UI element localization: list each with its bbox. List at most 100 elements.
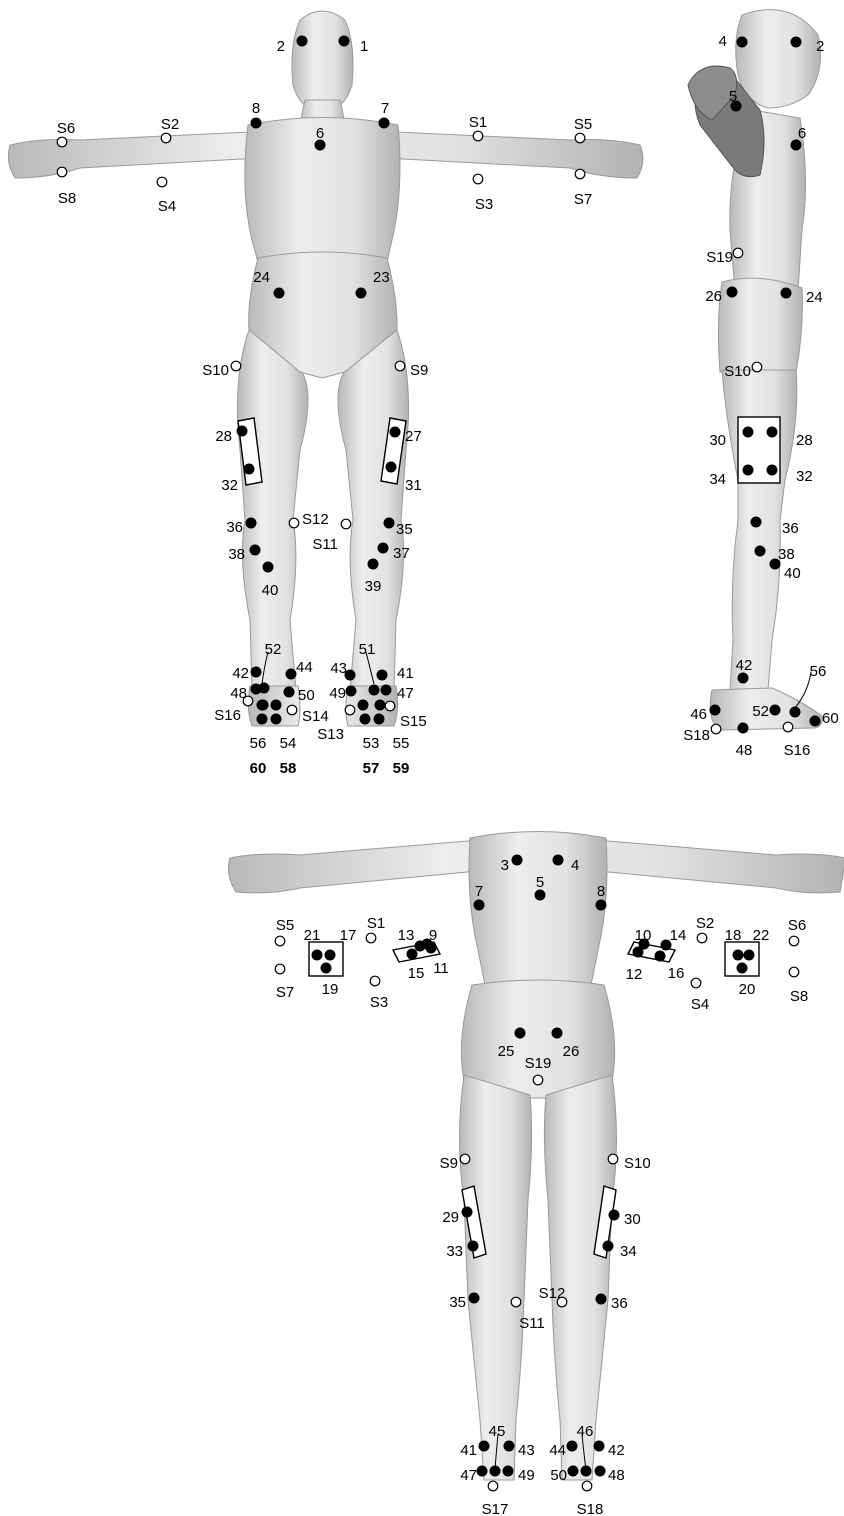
front-sensor-S3-dot — [473, 174, 483, 184]
front-marker-27-label: 27 — [405, 428, 422, 445]
side-sensor-S10-dot — [752, 362, 762, 372]
back-marker-49-label: 49 — [518, 1467, 535, 1484]
back-left-leg — [460, 1075, 532, 1480]
back-marker-45-dot — [490, 1466, 501, 1477]
front-marker-36-label: 36 — [226, 519, 243, 536]
front-marker-53-label: 53 — [363, 735, 380, 752]
back-sensor-S4-label: S4 — [691, 996, 709, 1013]
back-marker-21-label: 21 — [304, 927, 321, 944]
front-sensor-S9-dot — [395, 361, 405, 371]
front-marker-27-dot — [390, 427, 401, 438]
front-marker-7-label: 7 — [381, 100, 389, 117]
front-sensor-S8-label: S8 — [58, 190, 76, 207]
back-sensor-S18-dot — [582, 1481, 592, 1491]
side-marker-4-dot — [737, 37, 748, 48]
front-sensor-S13-label: S13 — [317, 726, 344, 743]
back-marker-10-label: 10 — [635, 927, 652, 944]
front-marker-50-dot — [284, 687, 295, 698]
front-marker-40-label: 40 — [262, 582, 279, 599]
front-marker-57-dot — [360, 714, 371, 725]
back-marker-36-label: 36 — [611, 1295, 628, 1312]
side-marker-32-dot — [767, 465, 778, 476]
front-marker-60-dot — [257, 700, 268, 711]
back-sensor-S12-label: S12 — [539, 1285, 566, 1302]
side-marker-24-label: 24 — [806, 289, 823, 306]
front-marker-55-dot — [375, 700, 386, 711]
back-sensor-S8-label: S8 — [790, 988, 808, 1005]
side-sensor-S10-label: S10 — [724, 363, 751, 380]
front-marker-31-dot — [386, 462, 397, 473]
front-sensor-S8-dot — [57, 167, 67, 177]
back-marker-26-dot — [552, 1028, 563, 1039]
side-marker-30-label: 30 — [709, 432, 726, 449]
back-marker-29-label: 29 — [442, 1209, 459, 1226]
front-marker-59-dot — [374, 714, 385, 725]
front-head — [292, 11, 353, 112]
back-marker-25-label: 25 — [498, 1043, 515, 1060]
front-sensor-S1-label: S1 — [469, 114, 487, 131]
front-marker-41-label: 41 — [397, 665, 414, 682]
back-marker-43-label: 43 — [518, 1442, 535, 1459]
front-sensor-S1-dot — [473, 131, 483, 141]
side-marker-34-dot — [743, 465, 754, 476]
back-marker-7-label: 7 — [475, 883, 483, 900]
front-sensor-S4-label: S4 — [158, 198, 176, 215]
back-sensor-S9-label: S9 — [440, 1155, 458, 1172]
front-marker-35-label: 35 — [396, 521, 413, 538]
back-sensor-S18-label: S18 — [577, 1501, 604, 1516]
back-marker-45-label: 45 — [489, 1423, 506, 1440]
back-marker-30-label: 30 — [624, 1211, 641, 1228]
front-marker-32-label: 32 — [221, 477, 238, 494]
front-marker-37-label: 37 — [393, 545, 410, 562]
back-marker-33-dot — [468, 1241, 479, 1252]
back-marker-8-label: 8 — [597, 883, 605, 900]
front-sensor-S9-label: S9 — [410, 362, 428, 379]
back-marker-7-dot — [474, 900, 485, 911]
side-marker-46-dot — [710, 705, 721, 716]
front-marker-47-label: 47 — [397, 685, 414, 702]
front-sensor-S6-dot — [57, 137, 67, 147]
front-marker-8-label: 8 — [252, 100, 260, 117]
back-marker-46-label: 46 — [577, 1423, 594, 1440]
back-marker-17-dot — [325, 950, 336, 961]
front-marker-28-dot — [237, 426, 248, 437]
back-marker-13-label: 13 — [398, 927, 415, 944]
back-sensor-S17-dot — [488, 1481, 498, 1491]
side-marker-38-label: 38 — [778, 546, 795, 563]
front-marker-1-label: 1 — [360, 38, 368, 55]
front-marker-37-dot — [378, 543, 389, 554]
back-marker-15-dot — [407, 949, 418, 960]
sensors-layer — [57, 131, 799, 1491]
back-view-mannequin — [228, 832, 844, 1481]
front-sensor-S12-label: S12 — [302, 511, 329, 528]
back-marker-13-dot — [415, 941, 426, 952]
back-marker-9-label: 9 — [429, 927, 437, 944]
front-marker-38-dot — [250, 545, 261, 556]
side-marker-4-label: 4 — [719, 33, 727, 50]
front-marker-39-label: 39 — [365, 578, 382, 595]
front-sensor-S15-dot — [385, 701, 395, 711]
front-marker-52-dot — [259, 683, 270, 694]
back-sensor-S6-label: S6 — [788, 917, 806, 934]
side-marker-60-label: 60 — [822, 710, 839, 727]
back-sensor-S7-label: S7 — [276, 984, 294, 1001]
back-marker-18-dot — [733, 950, 744, 961]
back-sensor-S7-dot — [275, 964, 285, 974]
back-marker-29-dot — [462, 1207, 473, 1218]
front-marker-57-label: 57 — [363, 760, 380, 777]
side-head — [736, 10, 821, 108]
front-marker-2-label: 2 — [277, 38, 285, 55]
front-marker-44-dot — [286, 669, 297, 680]
back-marker-19-label: 19 — [322, 981, 339, 998]
front-marker-51-label: 51 — [359, 641, 376, 658]
side-marker-56-dot — [790, 707, 801, 718]
back-marker-8-dot — [596, 900, 607, 911]
front-marker-1-dot — [339, 36, 350, 47]
front-sensor-S16-label: S16 — [214, 707, 241, 724]
side-marker-2-dot — [791, 37, 802, 48]
front-marker-43-label: 43 — [330, 660, 347, 677]
side-marker-30-dot — [743, 427, 754, 438]
front-marker-52-label: 52 — [265, 641, 282, 658]
side-marker-6-label: 6 — [798, 125, 806, 142]
side-marker-32-label: 32 — [796, 468, 813, 485]
